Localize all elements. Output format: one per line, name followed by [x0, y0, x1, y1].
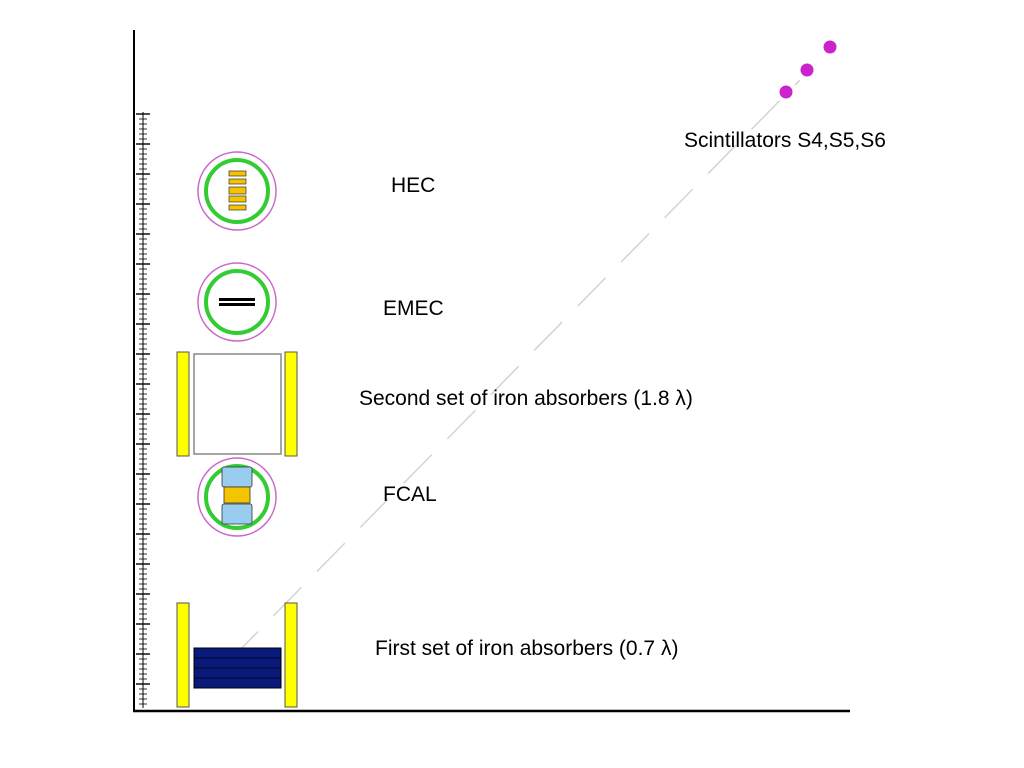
absorber-plate-right: [284, 351, 298, 457]
absorber-plate-right: [284, 602, 298, 708]
fcal-module-bottom: [221, 503, 253, 525]
fcal-module-middle: [223, 486, 251, 504]
absorber-frame: [193, 353, 282, 455]
first-absorber-set: [176, 602, 298, 708]
hec-module: [228, 178, 247, 185]
hec-detector: [197, 151, 277, 231]
beam-line: [229, 79, 801, 661]
label-first-absorbers: First set of iron absorbers (0.7 λ): [375, 637, 679, 660]
second-absorber-set: [176, 351, 298, 457]
label-fcal: FCAL: [383, 483, 437, 506]
hec-module: [228, 195, 247, 203]
emec-cryostat-inner: [204, 269, 270, 335]
hec-module: [228, 170, 247, 177]
hec-module: [228, 186, 247, 195]
absorber-plate-left: [176, 351, 190, 457]
fcal-detector: [197, 457, 277, 537]
fcal-module-top: [221, 466, 253, 488]
scintillator-s4: [779, 85, 793, 99]
absorber-plate-left: [176, 602, 190, 708]
scintillator-s5: [800, 63, 814, 77]
ruler-scale: [136, 112, 150, 708]
label-emec: EMEC: [383, 297, 444, 320]
label-hec: HEC: [391, 174, 436, 197]
emec-detector: [197, 262, 277, 342]
emec-module: [219, 298, 255, 301]
label-second-absorbers: Second set of iron absorbers (1.8 λ): [359, 387, 693, 410]
absorber-block-layers: [194, 657, 281, 679]
hec-module: [228, 204, 247, 211]
scintillators: [779, 40, 837, 99]
ruler-ticks: [136, 113, 150, 705]
emec-module: [219, 303, 255, 306]
label-scintillators: Scintillators S4,S5,S6: [684, 129, 886, 152]
hec-modules: [228, 170, 247, 211]
scintillator-s6: [823, 40, 837, 54]
